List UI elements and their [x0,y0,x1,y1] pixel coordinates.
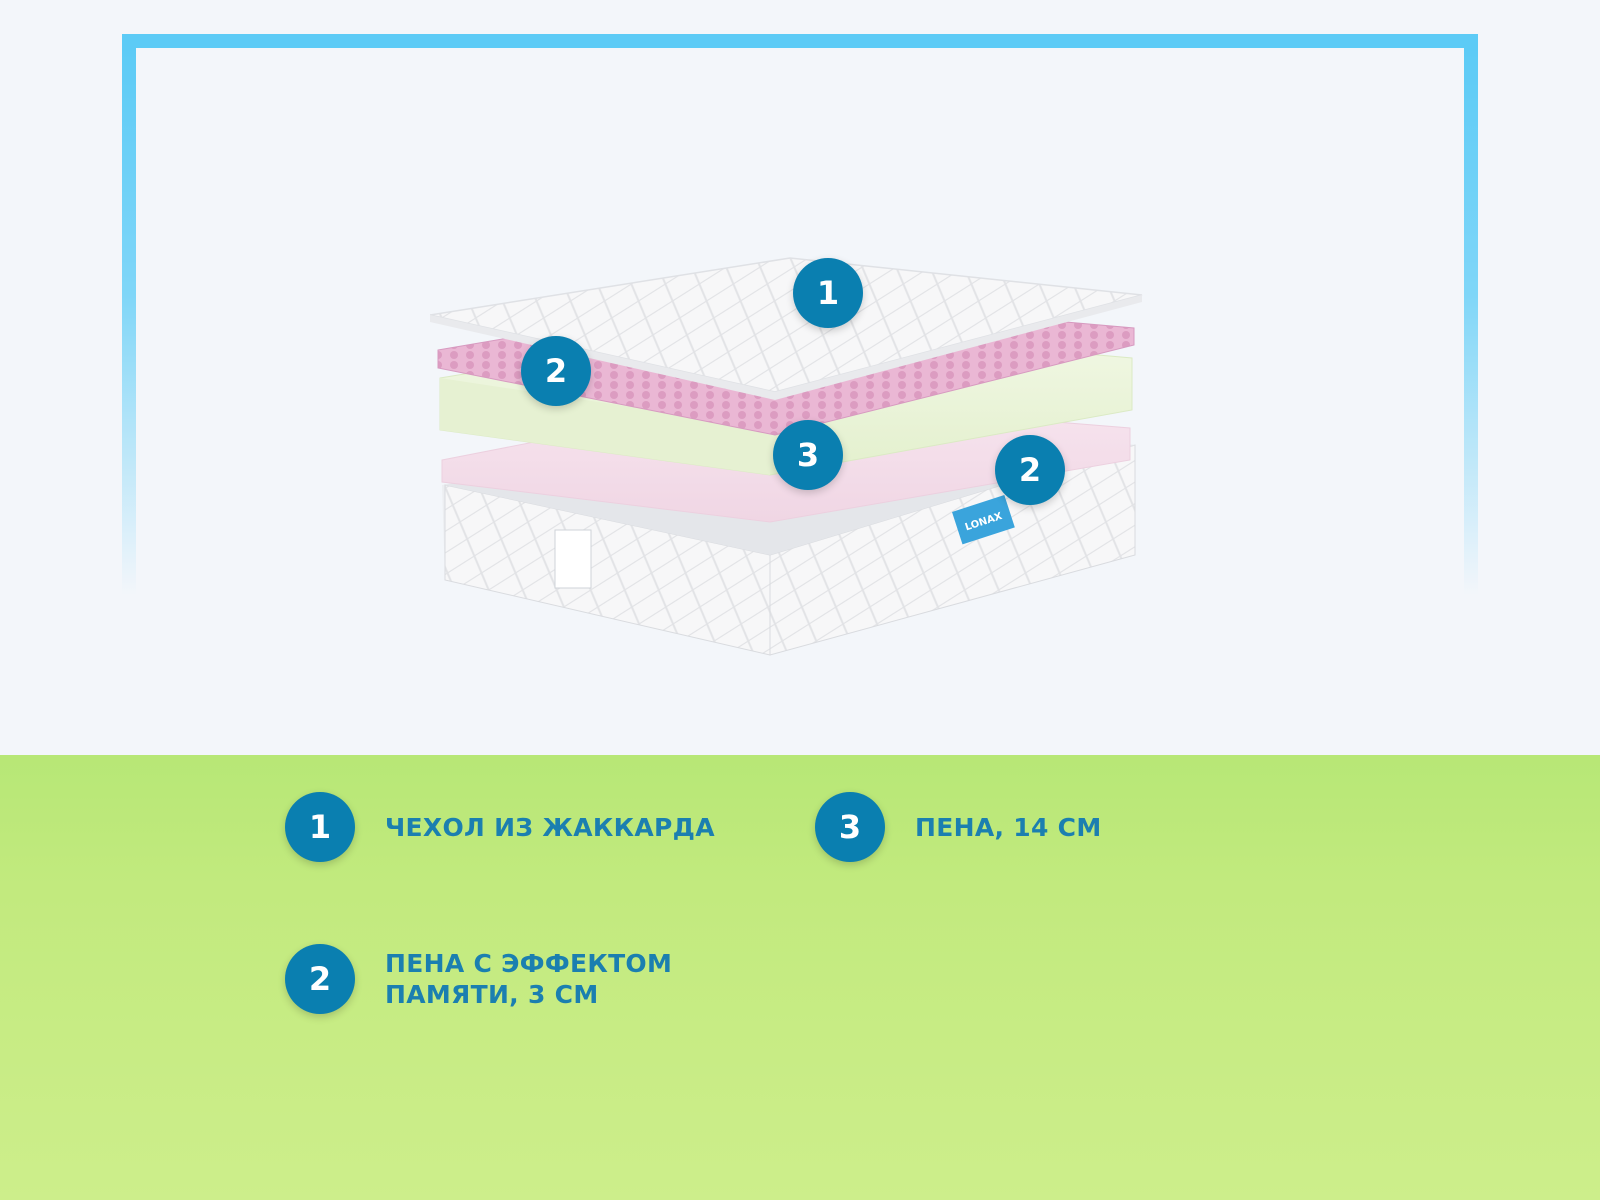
legend-badge-3: 3 [815,792,885,862]
legend-text-2: ПЕНА С ЭФФЕКТОМ ПАМЯТИ, 3 СМ [385,949,673,1009]
legend-badge-2: 2 [285,944,355,1014]
legend-item-1: 1 ЧЕХОЛ ИЗ ЖАККАРДА [285,792,715,862]
legend-panel: 1 ЧЕХОЛ ИЗ ЖАККАРДА 3 ПЕНА, 14 СМ 2 ПЕНА… [0,755,1600,1200]
jacquard-cover [430,257,1143,400]
callout-badge-2-upper: 2 [521,336,591,406]
legend-item-3: 3 ПЕНА, 14 СМ [815,792,1102,862]
care-label [554,529,592,589]
mattress-illustration: LONAX [430,257,1143,656]
illustration-area: LONAX 1 2 3 2 [122,34,1478,656]
brand-label: LONAX [952,495,1015,545]
callout-badge-2-lower: 2 [995,435,1065,505]
legend-badge-1: 1 [285,792,355,862]
legend-item-2: 2 ПЕНА С ЭФФЕКТОМ ПАМЯТИ, 3 СМ [285,944,672,1014]
legend-text-1: ЧЕХОЛ ИЗ ЖАККАРДА [385,812,715,842]
legend-text-3: ПЕНА, 14 СМ [915,812,1102,842]
callout-badge-1: 1 [793,258,863,328]
callout-badge-3: 3 [773,420,843,490]
